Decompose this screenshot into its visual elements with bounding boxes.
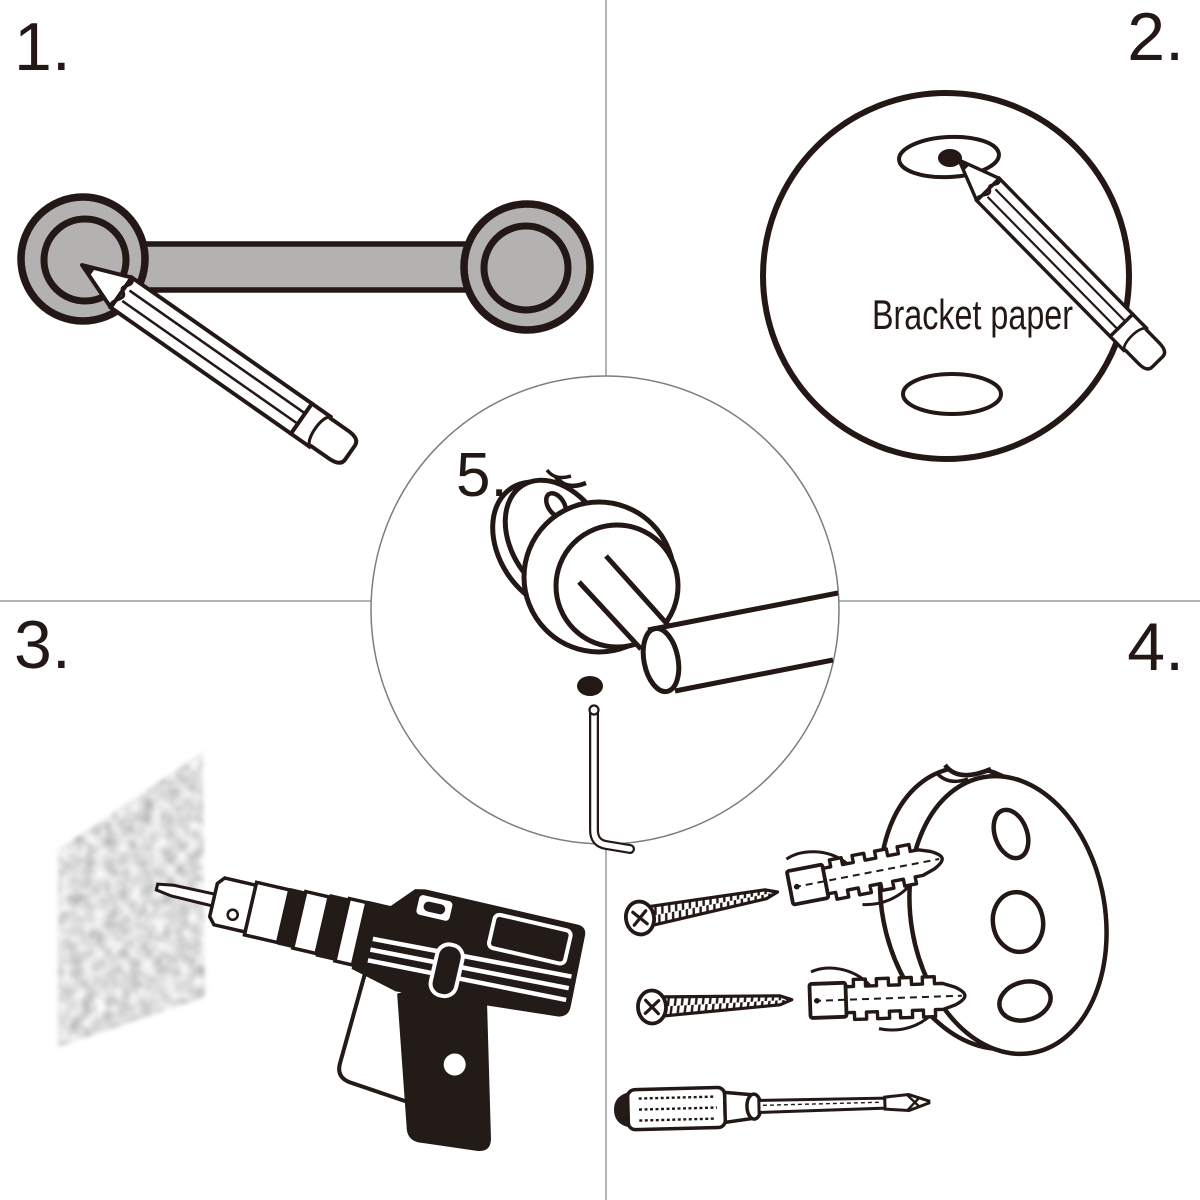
mounting-bracket-plate xyxy=(877,747,1109,1057)
hex-key-icon xyxy=(588,704,635,854)
right-flange-inner xyxy=(480,222,572,314)
set-screw-hole xyxy=(577,676,603,696)
step-4-panel: 4. xyxy=(614,609,1184,1132)
step-1-panel: 1. xyxy=(14,9,594,470)
towel-bar xyxy=(17,193,594,334)
mounting-screw-bottom xyxy=(635,981,795,1027)
step-4-number: 4. xyxy=(1127,609,1184,685)
bracket-paper-caption: Bracket paper xyxy=(872,291,1073,338)
step-2-panel: 2. Bracket paper xyxy=(760,0,1184,462)
step-2-number: 2. xyxy=(1127,0,1184,75)
bracket-notch xyxy=(943,763,992,778)
bottom-screw-hole-oval xyxy=(901,372,1003,416)
phillips-screwdriver-icon xyxy=(614,1085,931,1132)
towel-bar-tube xyxy=(97,241,518,293)
towel-bar-tube-end xyxy=(640,590,839,695)
step-3-number: 3. xyxy=(14,607,71,683)
bracket-hole-top xyxy=(991,807,1031,861)
screwdriver-phillips-tip xyxy=(883,1092,931,1113)
electric-drill-icon xyxy=(154,876,586,1151)
top-screw-hole-oval xyxy=(897,134,1001,180)
step-3-panel: 3. xyxy=(14,607,586,1151)
drill-trigger-guard xyxy=(337,973,410,1104)
towel-bar-post xyxy=(577,554,670,651)
paper-template-circle xyxy=(760,90,1132,462)
plate-notch xyxy=(554,475,587,489)
bracket-hole-bottom xyxy=(997,979,1053,1023)
wall-patch xyxy=(58,752,205,1047)
bracket-hole-middle xyxy=(990,889,1046,955)
mounting-screw-top xyxy=(621,873,783,939)
drill-handle xyxy=(397,990,491,1151)
marked-hole-dot xyxy=(938,149,962,167)
step-1-number: 1. xyxy=(14,9,71,85)
step-5-panel: 5. xyxy=(370,375,840,854)
drill-handle-hole xyxy=(443,1053,466,1076)
hex-key-top xyxy=(588,704,600,716)
bracket-face xyxy=(907,773,1109,1057)
